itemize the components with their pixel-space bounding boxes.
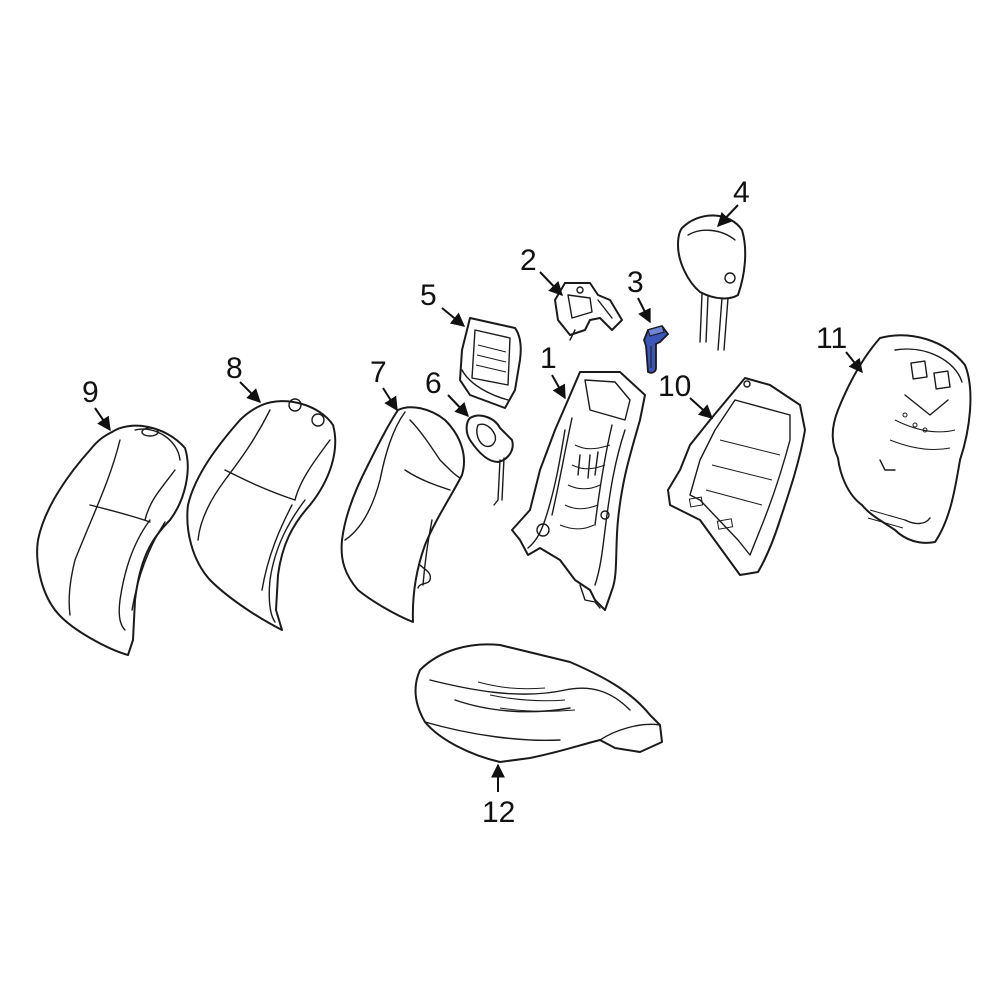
leader-7 <box>382 387 398 412</box>
leader-2 <box>539 271 563 297</box>
part-3-headrest-guide[interactable] <box>643 324 670 374</box>
part-7-backrest-pad[interactable] <box>340 406 465 623</box>
callout-12[interactable]: 12 <box>482 796 515 829</box>
leader-8 <box>239 381 261 403</box>
leader-lines <box>94 204 863 792</box>
callout-11[interactable]: 11 <box>816 322 847 355</box>
callout-6[interactable]: 6 <box>425 367 442 400</box>
part-2-adjuster-bracket[interactable] <box>554 282 623 341</box>
leader-5 <box>441 307 466 327</box>
callout-10[interactable]: 10 <box>658 370 691 403</box>
callout-9[interactable]: 9 <box>82 376 99 409</box>
part-10-back-panel[interactable] <box>667 377 806 576</box>
leader-9 <box>94 407 111 432</box>
leader-3 <box>637 297 651 324</box>
callout-5[interactable]: 5 <box>420 279 437 312</box>
callout-3[interactable]: 3 <box>627 266 644 299</box>
leader-4 <box>717 204 739 228</box>
part-6-bracket[interactable] <box>465 414 514 506</box>
part-5-panel[interactable] <box>459 317 522 409</box>
leader-11 <box>845 351 863 374</box>
part-4-headrest[interactable] <box>677 214 747 351</box>
part-1-backrest-frame[interactable] <box>511 371 646 611</box>
callout-1[interactable]: 1 <box>540 342 557 375</box>
leader-10 <box>689 397 714 419</box>
leader-6 <box>447 394 469 418</box>
part-12-seat-cushion[interactable] <box>414 643 663 763</box>
leader-1 <box>551 374 566 400</box>
callout-2[interactable]: 2 <box>520 244 537 277</box>
part-8-backrest-cushion[interactable] <box>186 398 337 631</box>
part-11-rear-cover[interactable] <box>831 334 972 544</box>
callout-labels: 1 2 3 4 5 6 7 8 9 10 11 12 <box>82 176 847 829</box>
part-9-backrest-cover[interactable] <box>36 424 189 656</box>
callout-7[interactable]: 7 <box>370 356 387 389</box>
callout-8[interactable]: 8 <box>226 352 243 385</box>
callout-4[interactable]: 4 <box>733 176 750 209</box>
